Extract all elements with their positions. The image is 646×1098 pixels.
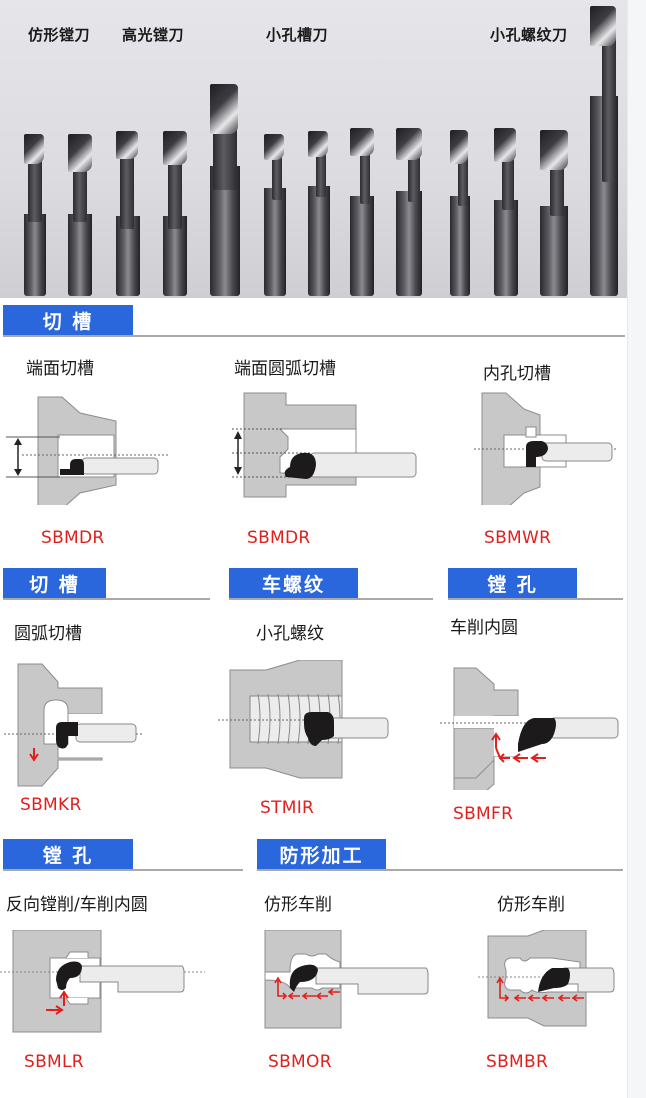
section-divider [3,869,243,871]
page-edge [627,0,646,1098]
caption-bore-grooving: 内孔切槽 [483,364,551,384]
caption-small-hole-thread: 小孔螺纹 [256,624,324,644]
section-divider [3,335,625,337]
section-header-profiling: 防形加工 [257,839,623,871]
diagram-profile-turning-1 [264,930,429,1029]
section-divider [257,869,623,871]
tool-image [264,134,286,296]
section-tab: 切 槽 [3,568,106,598]
diagram-face-arc-grooving [232,392,417,498]
section-header-threading: 车螺纹 [229,568,433,600]
tool-image [350,128,374,296]
section-header-boring: 镗 孔 [448,568,623,600]
caption-profile-turning-2: 仿形车削 [497,895,565,915]
section-header-grooving: 切 槽 [3,305,625,337]
tool-image [590,6,618,296]
photo-label-profile-boring: 仿形镗刀 [28,26,91,44]
section-tab: 镗 孔 [448,568,577,598]
tool-image [68,134,92,296]
section-tab: 镗 孔 [3,839,133,869]
tool-image [116,131,140,296]
caption-inner-turning: 车削内圆 [450,618,518,638]
diagram-small-hole-thread [218,660,389,779]
section-tab: 防形加工 [257,839,386,869]
code-sbmlr: SBMLR [24,1052,84,1072]
photo-label-polish-boring: 高光镗刀 [122,26,185,44]
caption-arc-grooving: 圆弧切槽 [14,624,82,644]
product-photo: 仿形镗刀 高光镗刀 小孔槽刀 小孔螺纹刀 [0,0,627,298]
code-sbmbr: SBMBR [486,1052,549,1072]
diagram-profile-turning-2 [478,930,615,1027]
diagram-face-grooving [6,396,168,505]
code-stmir: STMIR [260,798,315,818]
photo-label-small-hole-thread: 小孔螺纹刀 [490,26,568,44]
tool-image [308,131,330,296]
diagram-bore-grooving [474,392,618,505]
section-tab: 切 槽 [3,305,133,335]
caption-face-arc-grooving: 端面圆弧切槽 [234,359,336,379]
tool-image [163,131,187,296]
code-sbmfr: SBMFR [453,804,514,824]
photo-label-small-hole-groove: 小孔槽刀 [266,26,329,44]
section-divider [229,598,433,600]
code-sbmwr: SBMWR [484,528,552,548]
tool-image [396,128,422,296]
section-tab: 车螺纹 [229,568,358,598]
code-sbmdr-2: SBMDR [247,528,311,548]
section-header-boring-2: 镗 孔 [3,839,243,871]
diagram-inner-turning [440,667,619,790]
tool-image [210,84,240,296]
code-sbmdr-1: SBMDR [41,528,105,548]
tool-image [494,128,518,296]
tool-image [24,134,46,296]
caption-profile-turning-1: 仿形车削 [264,895,332,915]
code-sbmor: SBMOR [268,1052,332,1072]
caption-reverse-boring: 反向镗削/车削内圆 [6,895,148,915]
diagram-reverse-boring [0,930,205,1033]
code-sbmkr: SBMKR [20,795,82,815]
tool-image [540,130,568,296]
section-divider [3,598,210,600]
section-header-grooving-2: 切 槽 [3,568,210,600]
caption-face-grooving: 端面切槽 [26,359,94,379]
diagram-arc-grooving [4,663,142,787]
section-divider [448,598,623,600]
tool-image [450,130,470,296]
